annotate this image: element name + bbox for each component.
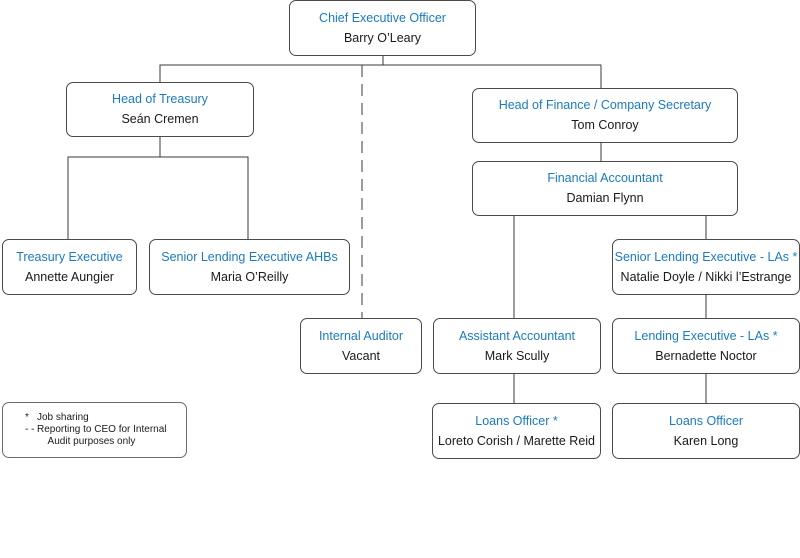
- connector-ceo-finance: [383, 64, 602, 88]
- node-lending-executive-las: Lending Executive - LAs * Bernadette Noc…: [612, 318, 800, 374]
- node-loans-officer-1: Loans Officer * Loreto Corish / Marette …: [432, 403, 601, 459]
- node-person: Natalie Doyle / Nikki l’Estrange: [620, 269, 792, 284]
- node-person: Damian Flynn: [566, 191, 644, 205]
- node-role: Financial Accountant: [547, 171, 663, 185]
- node-role: Senior Lending Executive AHBs: [161, 249, 338, 264]
- node-treasury-executive: Treasury Executive Annette Aungier: [2, 239, 137, 295]
- node-financial-accountant: Financial Accountant Damian Flynn: [472, 161, 738, 216]
- connector-treasury-executive: [67, 136, 161, 239]
- node-senior-lending-ahbs: Senior Lending Executive AHBs Maria O’Re…: [149, 239, 350, 295]
- node-person: Bernadette Noctor: [655, 348, 757, 363]
- legend-symbol: *: [25, 412, 29, 423]
- node-role: Loans Officer *: [475, 413, 558, 428]
- node-role: Head of Finance / Company Secretary: [498, 98, 712, 112]
- node-person: Seán Cremen: [121, 112, 199, 126]
- legend-dashed-reporting: - - Reporting to CEO for Internal Audit …: [25, 424, 180, 448]
- node-role: Loans Officer: [668, 413, 744, 428]
- legend: * Job sharing - - Reporting to CEO for I…: [2, 402, 187, 458]
- node-role: Senior Lending Executive - LAs *: [614, 249, 798, 264]
- node-head-of-treasury: Head of Treasury Seán Cremen: [66, 82, 254, 137]
- node-person: Barry O’Leary: [343, 30, 422, 45]
- legend-text: Reporting to CEO for Internal Audit purp…: [37, 424, 167, 447]
- node-role: Assistant Accountant: [458, 328, 576, 343]
- legend-text: Job sharing: [37, 412, 89, 423]
- legend-symbol: - -: [25, 424, 35, 435]
- connector-treasury-ahbs: [160, 156, 249, 239]
- node-person: Vacant: [342, 348, 380, 363]
- node-person: Maria O’Reilly: [210, 269, 289, 284]
- node-person: Karen Long: [673, 433, 739, 448]
- node-internal-auditor: Internal Auditor Vacant: [300, 318, 422, 374]
- node-person: Annette Aungier: [25, 269, 114, 284]
- node-person: Loreto Corish / Marette Reid: [437, 433, 595, 448]
- node-role: Head of Treasury: [112, 92, 208, 106]
- node-senior-lending-las: Senior Lending Executive - LAs * Natalie…: [612, 239, 800, 295]
- node-ceo: Chief Executive Officer Barry O’Leary: [289, 0, 476, 56]
- node-role: Internal Auditor: [318, 328, 404, 343]
- node-assistant-accountant: Assistant Accountant Mark Scully: [433, 318, 601, 374]
- node-head-of-finance: Head of Finance / Company Secretary Tom …: [472, 88, 738, 143]
- node-role: Lending Executive - LAs *: [634, 328, 778, 343]
- node-person: Mark Scully: [484, 348, 550, 363]
- node-loans-officer-2: Loans Officer Karen Long: [612, 403, 800, 459]
- legend-job-sharing: * Job sharing: [25, 412, 180, 424]
- node-role: Treasury Executive: [16, 249, 123, 264]
- connector-ceo-treasury: [159, 55, 384, 82]
- node-role: Chief Executive Officer: [319, 10, 446, 25]
- node-person: Tom Conroy: [571, 118, 639, 132]
